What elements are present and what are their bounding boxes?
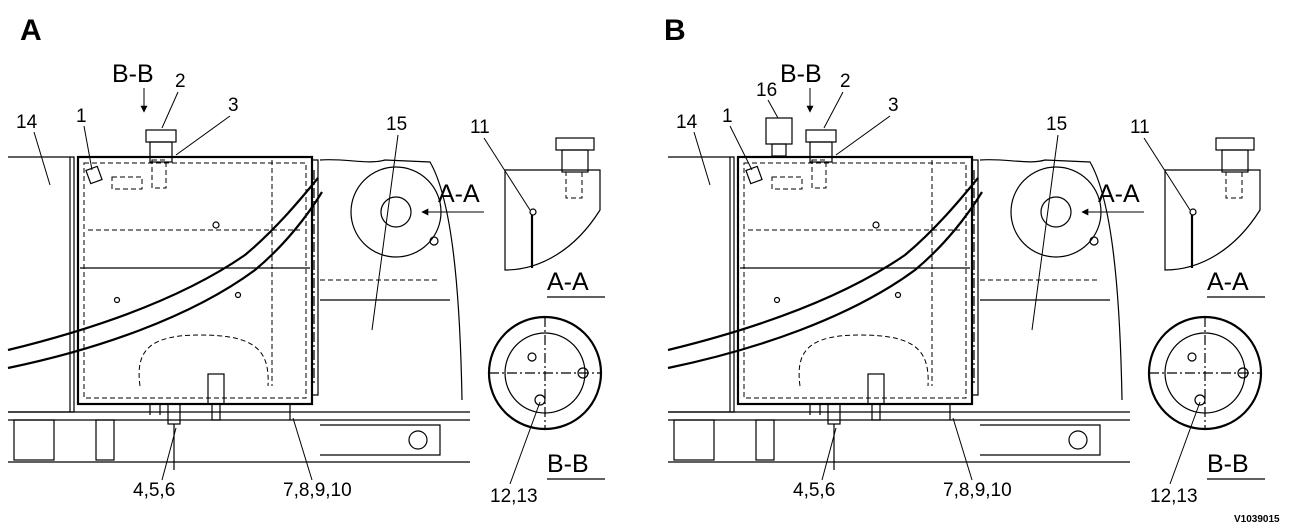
panel-a-detail-aa-label: A-A bbox=[547, 268, 589, 296]
callout-2: 2 bbox=[840, 71, 851, 92]
callout-15: 15 bbox=[386, 114, 407, 135]
panel-b-detail-aa-label: A-A bbox=[1207, 268, 1249, 296]
callout-1: 1 bbox=[722, 106, 733, 127]
panel-b-detail-bb-label: B-B bbox=[1207, 450, 1249, 478]
callout-15: 15 bbox=[1046, 114, 1067, 135]
panel-a: A B-B A-A A-A B-B 14 1 2 3 15 11 4,5,6 7… bbox=[6, 14, 605, 507]
callout-4-5-6: 4,5,6 bbox=[133, 480, 175, 501]
panel-b-section-aa-arrow: A-A bbox=[1098, 180, 1140, 208]
callout-2: 2 bbox=[175, 71, 186, 92]
callout-7-8-9-10: 7,8,9,10 bbox=[283, 480, 352, 501]
panel-a-section-aa-arrow: A-A bbox=[438, 180, 480, 208]
callout-11: 11 bbox=[1130, 117, 1150, 138]
panel-b-letter: B bbox=[664, 14, 686, 47]
callout-3: 3 bbox=[228, 95, 239, 116]
callout-14: 14 bbox=[16, 112, 38, 133]
callout-11: 11 bbox=[470, 117, 490, 138]
callout-7-8-9-10: 7,8,9,10 bbox=[943, 480, 1012, 501]
callout-12-13: 12,13 bbox=[1150, 486, 1198, 507]
panel-b-section-bb-top: B-B bbox=[780, 60, 822, 88]
callout-1: 1 bbox=[76, 106, 87, 127]
panel-a-section-bb-top: B-B bbox=[112, 60, 154, 88]
callout-16: 16 bbox=[756, 80, 777, 101]
panel-b: B B-B A-A A-A B-B 16 14 1 2 3 15 11 4,5,… bbox=[664, 14, 1265, 507]
part-16-box bbox=[765, 117, 793, 145]
callout-4-5-6: 4,5,6 bbox=[793, 480, 835, 501]
panel-a-letter: A bbox=[20, 14, 42, 47]
callout-12-13: 12,13 bbox=[490, 486, 538, 507]
document-id: V1039015 bbox=[1234, 514, 1280, 525]
callout-14: 14 bbox=[676, 112, 698, 133]
panel-a-detail-bb-label: B-B bbox=[547, 450, 589, 478]
callout-3: 3 bbox=[888, 95, 899, 116]
